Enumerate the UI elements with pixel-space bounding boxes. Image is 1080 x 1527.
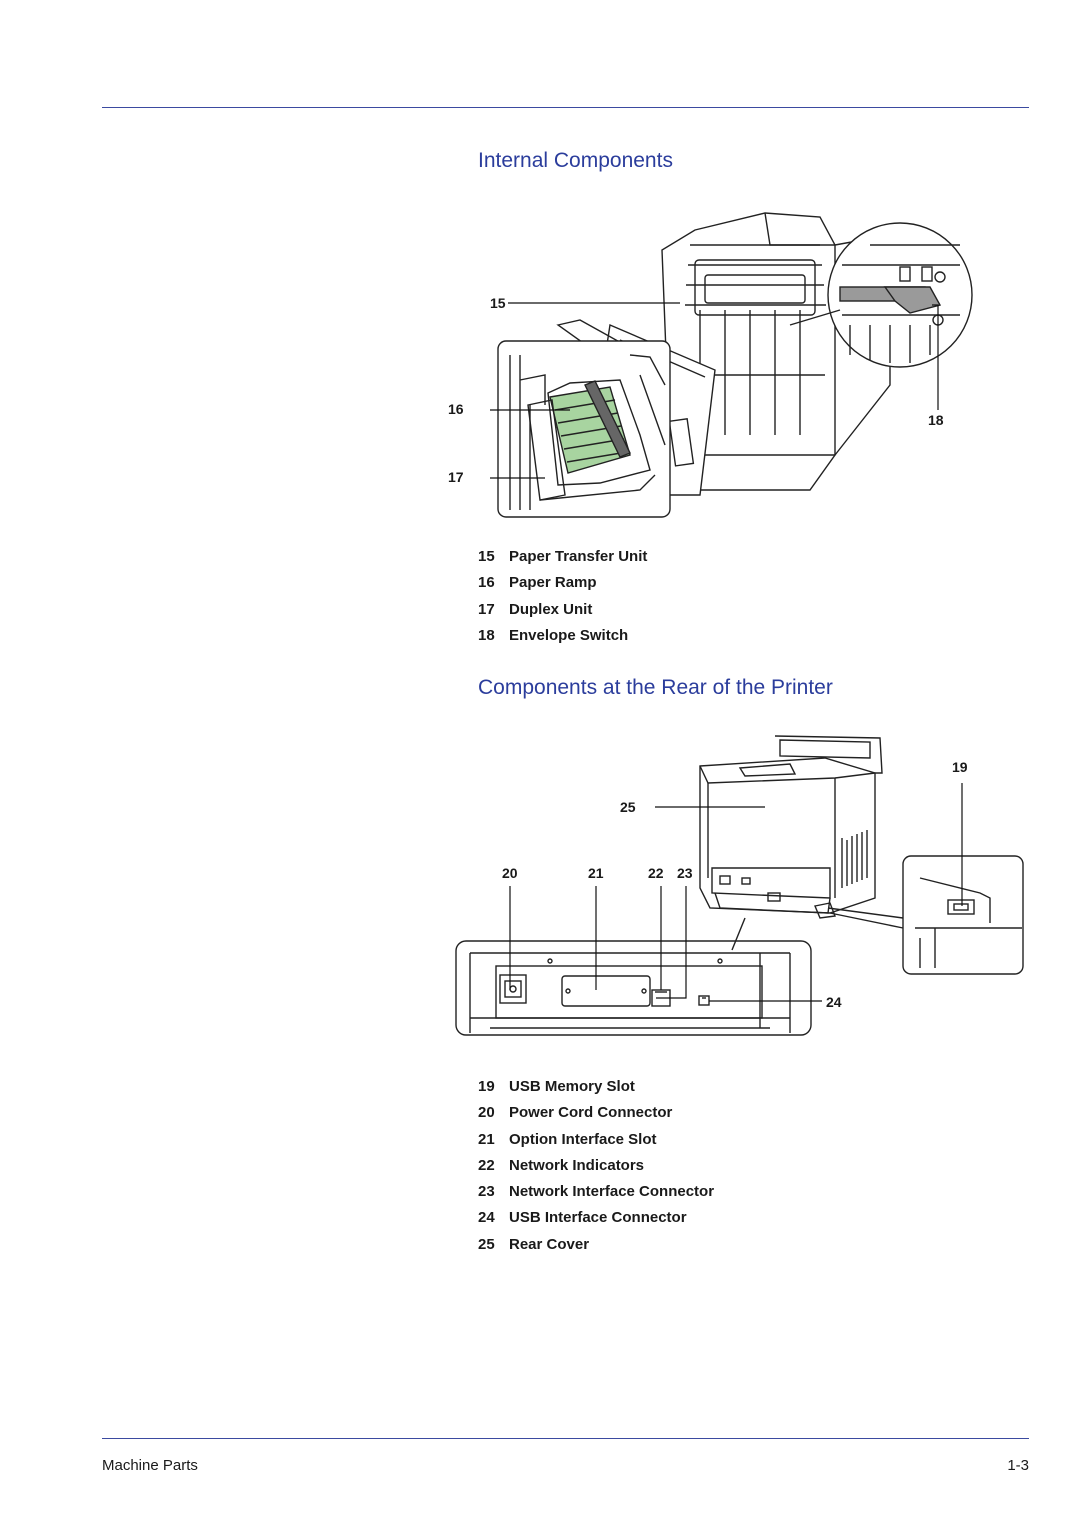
legend-num: 18 bbox=[478, 626, 495, 644]
legend-item: 22 Network Indicators bbox=[478, 1153, 714, 1179]
legend-num: 22 bbox=[478, 1156, 495, 1174]
callout-18: 18 bbox=[928, 412, 944, 428]
legend-item: 25 Rear Cover bbox=[478, 1232, 714, 1258]
legend-item: 19 USB Memory Slot bbox=[478, 1074, 714, 1100]
legend-num: 19 bbox=[478, 1078, 495, 1095]
legend-label: Network Interface Connector bbox=[509, 1183, 715, 1201]
legend-num: 24 bbox=[478, 1209, 495, 1227]
legend-label: Paper Transfer Unit bbox=[509, 548, 648, 565]
legend-label: USB Memory Slot bbox=[509, 1078, 635, 1095]
callout-20: 20 bbox=[502, 865, 518, 881]
legend-num: 20 bbox=[478, 1104, 495, 1122]
section-title-rear-components: Components at the Rear of the Printer bbox=[478, 676, 833, 699]
legend-label: Paper Ramp bbox=[509, 574, 597, 592]
callout-22: 22 bbox=[648, 865, 664, 881]
callout-19: 19 bbox=[952, 759, 968, 775]
legend-label: Power Cord Connector bbox=[509, 1104, 673, 1122]
legend-num: 15 bbox=[478, 548, 495, 565]
legend-num: 16 bbox=[478, 574, 495, 592]
legend-num: 23 bbox=[478, 1183, 495, 1201]
footer-rule bbox=[102, 1438, 1029, 1439]
rear-components-legend: 19 USB Memory Slot 20 Power Cord Connector… bbox=[478, 1074, 714, 1258]
legend-item: 20 Power Cord Connector bbox=[478, 1100, 714, 1126]
legend-item: 24 USB Interface Connector bbox=[478, 1205, 714, 1231]
internal-components-legend: 15 Paper Transfer Unit 16 Paper Ramp 17 Dup… bbox=[478, 544, 647, 649]
legend-num: 17 bbox=[478, 600, 495, 618]
callout-21: 21 bbox=[588, 865, 604, 881]
internal-components-illustration bbox=[490, 212, 973, 518]
legend-item: 17 Duplex Unit bbox=[478, 597, 647, 623]
legend-num: 21 bbox=[478, 1130, 495, 1148]
legend-label: USB Interface Connector bbox=[509, 1209, 687, 1227]
legend-label: Duplex Unit bbox=[509, 600, 593, 618]
footer-page-number: 1-3 bbox=[1007, 1457, 1029, 1474]
legend-label: Option Interface Slot bbox=[509, 1130, 657, 1148]
callout-23: 23 bbox=[677, 865, 693, 881]
rear-components-illustration bbox=[455, 735, 1024, 1036]
legend-item: 15 Paper Transfer Unit bbox=[478, 544, 647, 570]
callout-16: 16 bbox=[448, 401, 464, 417]
legend-item: 16 Paper Ramp bbox=[478, 570, 647, 596]
legend-num: 25 bbox=[478, 1235, 495, 1253]
legend-item: 21 Option Interface Slot bbox=[478, 1127, 714, 1153]
legend-item: 18 Envelope Switch bbox=[478, 623, 647, 649]
footer-chapter: Machine Parts bbox=[102, 1457, 198, 1474]
legend-item: 23 Network Interface Connector bbox=[478, 1179, 714, 1205]
callout-25: 25 bbox=[620, 799, 636, 815]
callout-17: 17 bbox=[448, 469, 464, 485]
callout-24: 24 bbox=[826, 994, 842, 1010]
section-title-internal-components: Internal Components bbox=[478, 149, 673, 172]
legend-label: Rear Cover bbox=[509, 1235, 590, 1253]
callout-15: 15 bbox=[490, 295, 506, 311]
header-rule bbox=[102, 107, 1029, 108]
legend-label: Network Indicators bbox=[509, 1156, 645, 1174]
legend-label: Envelope Switch bbox=[509, 626, 629, 644]
